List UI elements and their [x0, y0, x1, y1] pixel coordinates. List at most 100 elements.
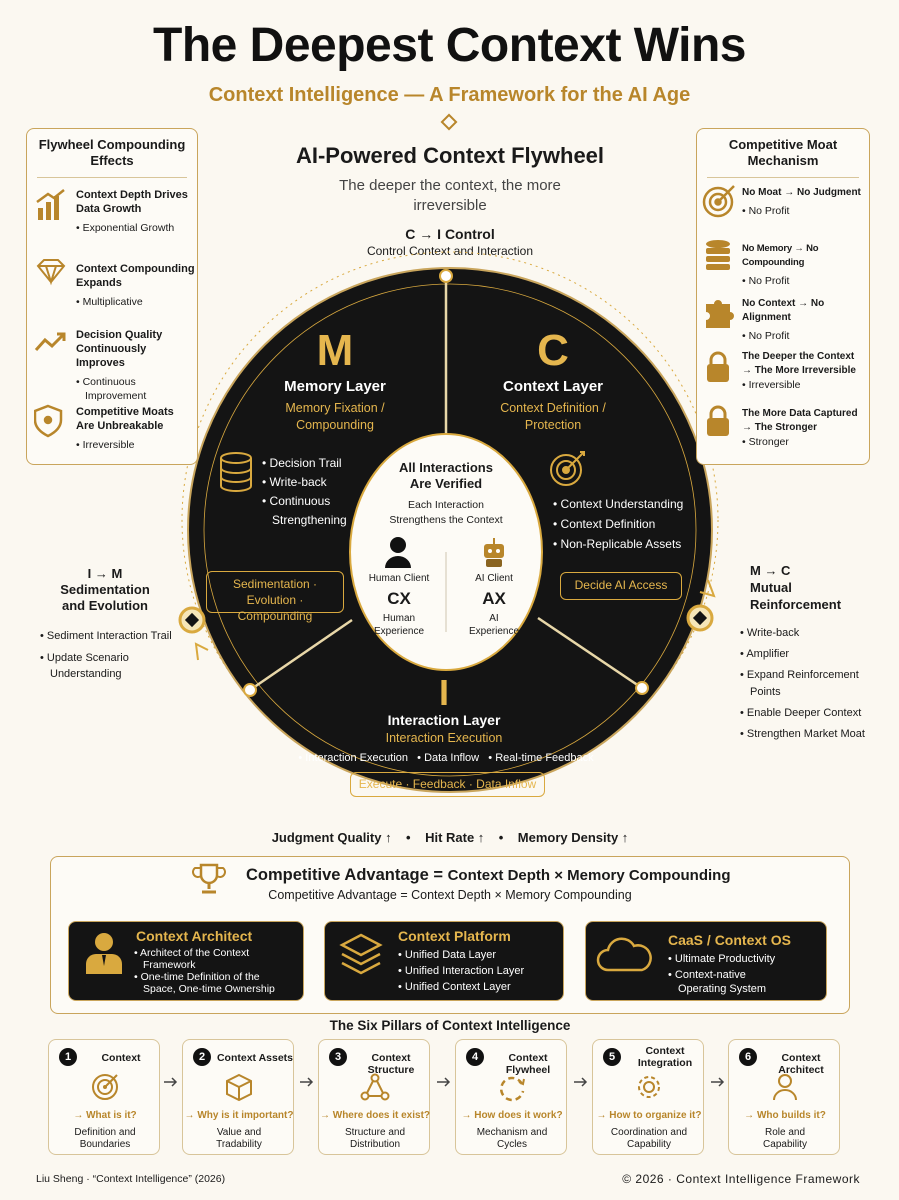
effect-sub-2: Improvement: [85, 390, 147, 402]
arrow-right-icon: [711, 1077, 725, 1087]
right-cycle-item: • Expand Reinforcement: [740, 669, 859, 681]
interaction-title: Interaction Layer: [387, 712, 501, 728]
human-client-code: CX: [387, 589, 411, 608]
spoke-right: [537, 616, 643, 690]
effect-item: Context Compounding Expands • Multiplica…: [76, 262, 196, 309]
flywheel-title: AI-Powered Context Flywheel: [295, 143, 605, 168]
hub-subtitle: Each Interaction Strengthens the Context: [366, 498, 526, 528]
effect-title-2: Continuously Improves: [76, 343, 147, 369]
network-icon: [360, 1073, 390, 1101]
hub-title: All Interactions Are Verified: [366, 460, 526, 492]
moat-sub: • No Profit: [742, 330, 790, 342]
pillar-number: 5: [603, 1048, 621, 1066]
card-item: Operating System: [678, 983, 767, 995]
pillar-question: → How to organize it?: [596, 1110, 702, 1121]
trophy-icon: [192, 863, 226, 894]
metric-separator: •: [498, 830, 504, 845]
card-item: • Context-native: [668, 969, 746, 981]
effect-title-2: Are Unbreakable: [76, 420, 164, 432]
arrow-right-icon: [164, 1077, 178, 1087]
pillar-arrows: [164, 1077, 725, 1087]
card-items: • Architect of the Context Framework • O…: [134, 947, 302, 995]
card-title: Context Architect: [136, 928, 253, 944]
context-title: Context Layer: [502, 378, 604, 395]
pillars-title: The Six Pillars of Context Intelligence: [329, 1018, 571, 1033]
memory-letter: M: [316, 326, 354, 375]
memory-title: Memory Layer: [284, 378, 386, 395]
left-label-3: and Evolution: [62, 598, 148, 613]
memory-pill-line-1: Sedimentation · Evolution ·: [232, 577, 318, 607]
puzzle-icon: [706, 300, 734, 328]
interaction-item: • Interaction Execution: [298, 752, 408, 764]
lock-icon: [707, 405, 729, 436]
left-arrow-icon: [194, 642, 209, 661]
interaction-subtitle: Interaction Execution: [385, 731, 503, 745]
context-sub-1: Context Definition /: [500, 401, 606, 415]
context-target-icon: [550, 451, 585, 486]
trend-up-icon: [34, 332, 66, 352]
right-panel-icons: [702, 185, 735, 436]
memory-items: • Decision Trail • Write-back • Continuo…: [262, 454, 382, 530]
human-sub-1: Human: [382, 613, 416, 624]
right-label-1: M → C: [750, 563, 791, 578]
card-item: • Unified Context Layer: [398, 981, 511, 993]
effect-title: Decision Quality: [76, 329, 163, 341]
moat-title-2: → The Stronger: [742, 422, 818, 433]
left-cycle-label: I → M Sedimentation and Evolution: [40, 566, 170, 614]
human-client-sub: Human Experience: [360, 612, 438, 638]
effect-item: Decision Quality Continuously Improves •…: [76, 328, 196, 403]
card-item: • Unified Interaction Layer: [398, 965, 525, 977]
right-cycle-items: • Write-back • Amplifier • Expand Reinfo…: [740, 625, 890, 743]
right-label-3: Reinforcement: [750, 597, 842, 612]
pillar-name: Context Flywheel: [505, 1052, 551, 1076]
ai-sub-2: Experience: [468, 626, 520, 637]
context-item: • Non-Replicable Assets: [553, 537, 682, 551]
top-label: C → I Control: [405, 226, 495, 242]
interaction-items: • Interaction Execution • Data Inflow • …: [296, 752, 596, 764]
context-item: • Context Understanding: [553, 497, 684, 511]
flywheel-tagline: The deeper the context, the more irrever…: [250, 176, 650, 216]
card-item: Framework: [143, 959, 196, 971]
right-panel-title-1: Competitive Moat: [728, 137, 838, 152]
memory-item: • Write-back: [262, 475, 327, 489]
card-title: CaaS / Context OS: [668, 932, 791, 948]
moat-sub: • No Profit: [742, 205, 790, 217]
effect-item: Context Depth Drives Data Growth • Expon…: [76, 188, 196, 235]
moat-title: No Context → No Alignment: [742, 298, 825, 323]
right-cycle-label: M → C Mutual Reinforcement: [750, 562, 880, 613]
advantage-formula: Competitive Advantage = Context Depth × …: [246, 866, 766, 885]
card-item: • Unified Data Layer: [398, 949, 497, 961]
right-cycle-item: • Write-back: [740, 627, 800, 639]
moat-sub: • No Profit: [742, 275, 790, 287]
arrow-right-icon: [300, 1077, 314, 1087]
right-arrow-icon: [699, 579, 716, 598]
interaction-letter: I: [438, 672, 449, 713]
advantage-label: Competitive Advantage =: [246, 866, 443, 884]
moat-item: No Memory → No Compounding • No Profit: [742, 242, 870, 288]
memory-item: Strengthening: [272, 513, 347, 527]
moat-item: The Deeper the Context → The More Irreve…: [742, 350, 868, 392]
moat-item: No Context → No Alignment • No Profit: [742, 297, 868, 343]
moat-title: The Deeper the Context: [742, 351, 855, 362]
effect-title: Context Depth Drives: [76, 189, 188, 201]
left-panel-icons: [34, 189, 66, 438]
pillar-number: 1: [59, 1048, 77, 1066]
left-cycle-item: • Sediment Interaction Trail: [40, 630, 172, 642]
ai-client-code: AX: [482, 589, 506, 608]
pillar-name: Context Structure: [367, 1052, 415, 1076]
metric-judgment-quality: Judgment Quality ↑: [271, 830, 392, 845]
metric-memory-density: Memory Density ↑: [517, 830, 629, 845]
metrics-row: Judgment Quality ↑ • Hit Rate ↑ • Memory…: [150, 830, 750, 845]
page-subtitle: Context Intelligence — A Framework for t…: [208, 84, 691, 106]
layers-icon: [339, 933, 383, 975]
memory-item: • Continuous: [262, 494, 331, 508]
left-label-1: I → M: [87, 566, 123, 581]
left-panel-title: Flywheel Compounding Effects: [27, 137, 197, 169]
spoke-left: [249, 618, 353, 692]
pillar-question: → How does it work?: [461, 1110, 563, 1121]
